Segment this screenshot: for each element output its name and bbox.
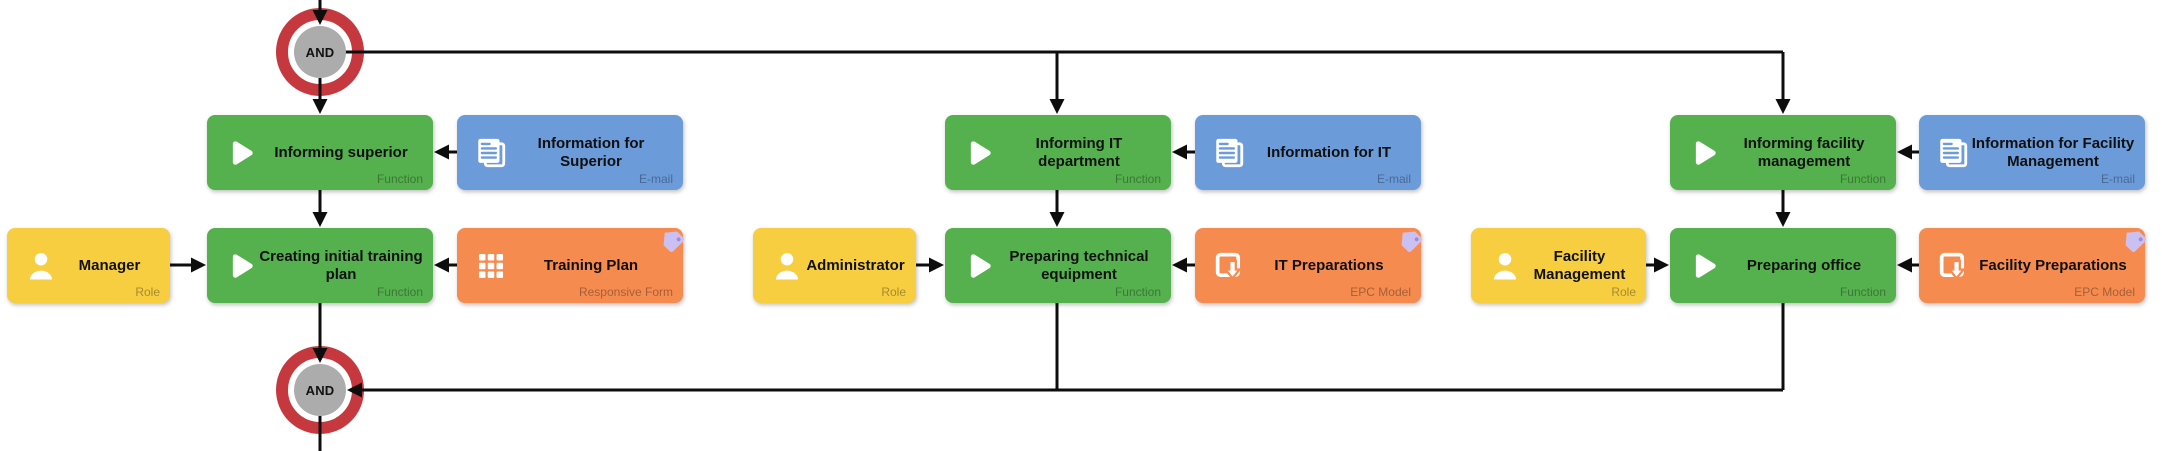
node-label: Manager bbox=[78, 256, 141, 274]
artifact-it-preparations[interactable]: IT Preparations EPC Model bbox=[1195, 226, 1423, 303]
node-type-label: Function bbox=[376, 285, 423, 299]
tag-icon bbox=[2120, 226, 2147, 253]
node-label: Informing IT department bbox=[1035, 134, 1123, 170]
person-icon bbox=[1488, 249, 1522, 283]
tag-icon bbox=[658, 226, 685, 253]
artifact-facility-preparations[interactable]: Facility Preparations EPC Model bbox=[1919, 226, 2147, 303]
node-type-label: Function bbox=[1114, 285, 1161, 299]
artifact-training-plan[interactable]: Training Plan Responsive Form bbox=[457, 226, 685, 303]
node-label: Creating initial training plan bbox=[259, 247, 423, 283]
play-icon bbox=[962, 136, 996, 170]
node-type-label: Responsive Form bbox=[578, 285, 673, 299]
tag-icon bbox=[1396, 226, 1423, 253]
and-label: AND bbox=[305, 382, 335, 398]
email-information-for-it[interactable]: Information for IT E-mail bbox=[1195, 115, 1421, 190]
function-informing-superior[interactable]: Informing superior Function bbox=[207, 115, 433, 190]
node-label: Facility Management bbox=[1533, 247, 1626, 283]
submodel-arrow-icon bbox=[1212, 249, 1246, 283]
person-icon bbox=[24, 249, 58, 283]
node-type-label: EPC Model bbox=[2074, 285, 2135, 299]
node-label: Information for IT bbox=[1266, 143, 1392, 161]
function-informing-it-department[interactable]: Informing IT department Function bbox=[945, 115, 1171, 190]
email-document-icon bbox=[1936, 136, 1970, 170]
node-label: Informing facility management bbox=[1743, 134, 1865, 170]
email-information-for-facility-management[interactable]: Information for Facility Management E-ma… bbox=[1919, 115, 2145, 190]
and-label: AND bbox=[305, 44, 335, 60]
play-icon bbox=[224, 136, 258, 170]
node-type-label: Function bbox=[1839, 285, 1886, 299]
node-type-label: Function bbox=[1839, 172, 1886, 186]
node-label: IT Preparations bbox=[1274, 256, 1384, 274]
person-icon bbox=[770, 249, 804, 283]
node-type-label: E-mail bbox=[2100, 172, 2135, 186]
email-document-icon bbox=[1212, 136, 1246, 170]
node-type-label: Role bbox=[881, 285, 906, 299]
function-preparing-office[interactable]: Preparing office Function bbox=[1670, 228, 1896, 303]
node-type-label: EPC Model bbox=[1350, 285, 1411, 299]
play-icon bbox=[224, 249, 258, 283]
play-icon bbox=[962, 249, 996, 283]
role-facility-management[interactable]: Facility Management Role bbox=[1471, 228, 1646, 303]
node-type-label: E-mail bbox=[1376, 172, 1411, 186]
node-type-label: E-mail bbox=[638, 172, 673, 186]
node-label: Facility Preparations bbox=[1979, 256, 2127, 274]
grid-icon bbox=[474, 249, 508, 283]
node-label: Administrator bbox=[806, 256, 905, 274]
submodel-arrow-icon bbox=[1936, 249, 1970, 283]
node-label: Informing superior bbox=[274, 143, 408, 161]
node-type-label: Role bbox=[1611, 285, 1636, 299]
node-label: Preparing office bbox=[1746, 256, 1862, 274]
function-creating-initial-training-plan[interactable]: Creating initial training plan Function bbox=[207, 228, 433, 303]
function-preparing-technical-equipment[interactable]: Preparing technical equipment Function bbox=[945, 228, 1171, 303]
and-connector-bottom[interactable]: AND bbox=[294, 364, 346, 416]
and-connector-top[interactable]: AND bbox=[294, 26, 346, 78]
node-type-label: Function bbox=[1114, 172, 1161, 186]
email-document-icon bbox=[474, 136, 508, 170]
function-informing-facility-management[interactable]: Informing facility management Function bbox=[1670, 115, 1896, 190]
node-label: Preparing technical equipment bbox=[1009, 247, 1149, 283]
email-information-for-superior[interactable]: Information for Superior E-mail bbox=[457, 115, 683, 190]
play-icon bbox=[1687, 249, 1721, 283]
node-label: Training Plan bbox=[543, 256, 639, 274]
node-type-label: Role bbox=[135, 285, 160, 299]
role-manager[interactable]: Manager Role bbox=[7, 228, 170, 303]
node-label: Information for Superior bbox=[537, 134, 645, 170]
role-administrator[interactable]: Administrator Role bbox=[753, 228, 916, 303]
node-label: Information for Facility Management bbox=[1971, 134, 2135, 170]
node-type-label: Function bbox=[376, 172, 423, 186]
play-icon bbox=[1687, 136, 1721, 170]
